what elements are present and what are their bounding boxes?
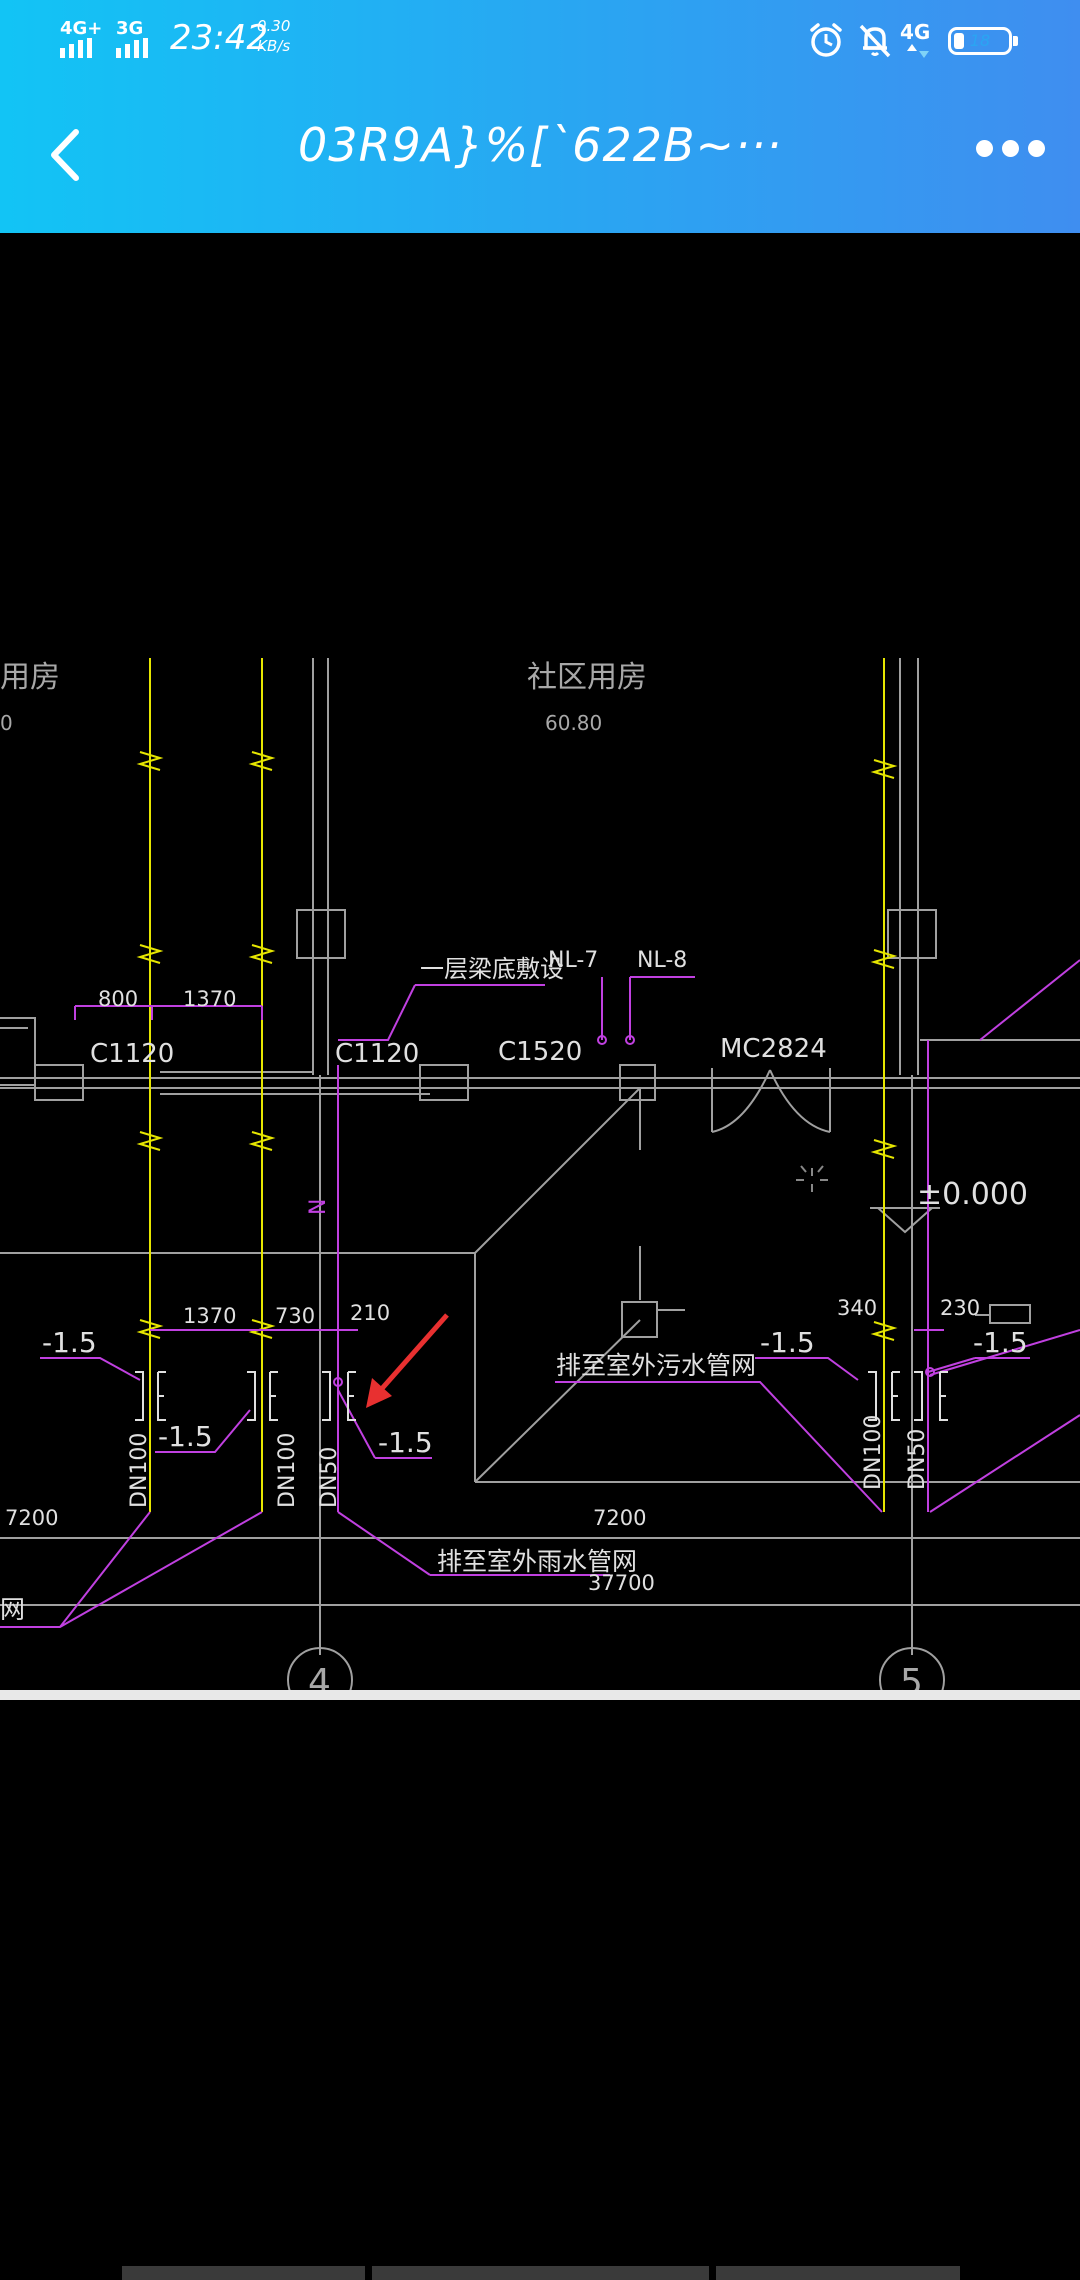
dim-1370-bottom: 1370 — [183, 1304, 236, 1328]
level-minus-c: -1.5 — [378, 1426, 433, 1459]
rain-pipes — [136, 658, 898, 1512]
room-area-left: 0 — [0, 711, 13, 735]
net-speed-value: 0.30 — [257, 17, 291, 35]
signal-type-2: 3G — [116, 18, 144, 39]
pipe-dn50-b: DN50 — [905, 1429, 930, 1490]
page-indicator-2[interactable] — [372, 2266, 709, 2280]
status-bar: 4G+ 3G 23:42 0.30 KB/s 4G 1 — [0, 0, 1080, 80]
signal-bars-2-icon — [116, 38, 148, 58]
signal-type-1: 4G+ — [60, 18, 103, 39]
pipe-dn50-a: DN50 — [317, 1447, 342, 1508]
page-title: 03R9A}%[`622B~··· — [298, 118, 782, 172]
battery-level-fill — [954, 33, 964, 49]
dot-icon — [1002, 140, 1019, 157]
cleanouts — [135, 1371, 948, 1421]
pipe-dn100-c: DN100 — [861, 1415, 886, 1490]
room-label-center: 社区用房 — [527, 660, 647, 695]
note-beam: 一层梁底敷设 — [420, 955, 564, 983]
page-indicator-1[interactable] — [122, 2266, 365, 2280]
dot-icon — [1028, 140, 1045, 157]
dim-7200-left: 7200 — [5, 1506, 58, 1530]
clock: 23:42 — [170, 18, 268, 58]
dim-230: 230 — [940, 1296, 980, 1320]
pipe-dn100-b: DN100 — [275, 1433, 300, 1508]
room-area-center: 60.80 — [545, 711, 602, 735]
level-minus-a: -1.5 — [42, 1326, 97, 1359]
column-box — [887, 909, 937, 959]
dim-7200-center: 7200 — [593, 1506, 646, 1530]
column-box — [419, 1064, 469, 1101]
dim-37700: 37700 — [588, 1571, 655, 1595]
window-c1120-left: C1120 — [90, 1039, 174, 1069]
fixture-box — [989, 1304, 1031, 1324]
axis-label-5: 5 — [900, 1662, 923, 1690]
app-header: 4G+ 3G 23:42 0.30 KB/s 4G 1 — [0, 0, 1080, 233]
dot-icon — [976, 140, 993, 157]
walls — [0, 658, 1080, 1690]
dim-800: 800 — [98, 987, 138, 1011]
column-box — [34, 1064, 84, 1101]
battery-icon: 18 — [948, 27, 1012, 55]
level-zero: ±0.000 — [917, 1177, 1028, 1212]
label-nl8: NL-8 — [637, 948, 687, 973]
note-net: 网 — [0, 1595, 25, 1624]
back-arrow-icon[interactable] — [40, 120, 100, 190]
net-speed: 0.30 KB/s — [257, 16, 290, 56]
level-minus-b: -1.5 — [158, 1420, 213, 1453]
room-label-left: 用房 — [0, 660, 60, 695]
cad-drawing-canvas[interactable]: 用房 0 社区用房 60.80 一层梁底敷设 NL-7 NL-8 800 137… — [0, 640, 1080, 1690]
level-minus-d: -1.5 — [760, 1326, 815, 1359]
loading-spinner-icon — [796, 1165, 828, 1192]
net-speed-unit: KB/s — [257, 37, 291, 55]
column-box — [621, 1301, 658, 1338]
battery-tip — [1013, 36, 1018, 46]
pipe-label-n: N — [306, 1199, 331, 1215]
dim-730: 730 — [275, 1304, 315, 1328]
window-c1520: C1520 — [498, 1037, 582, 1067]
pipe-dn100-a: DN100 — [127, 1433, 152, 1508]
column-box — [619, 1064, 656, 1101]
column-box — [296, 909, 346, 959]
drain-leaders — [0, 959, 1080, 1628]
signal-bars-1-icon — [60, 38, 92, 58]
axis-bubble-5 — [879, 1647, 945, 1690]
door-mc2824: MC2824 — [720, 1034, 827, 1064]
dim-1370-top: 1370 — [183, 987, 236, 1011]
page-indicator-3[interactable] — [716, 2266, 960, 2280]
network-type-right: 4G — [900, 20, 931, 44]
window-c1120-mid: C1120 — [335, 1039, 419, 1069]
dim-340: 340 — [837, 1296, 877, 1320]
annotation-arrow-icon — [366, 1313, 449, 1408]
axis-bubble-4 — [287, 1647, 353, 1690]
axis-label-4: 4 — [308, 1662, 331, 1690]
note-rain: 排至室外雨水管网 — [437, 1547, 637, 1576]
level-minus-e: -1.5 — [973, 1326, 1028, 1359]
dim-210: 210 — [350, 1301, 390, 1325]
label-nl7: NL-7 — [548, 948, 598, 973]
more-menu-button[interactable] — [976, 140, 1045, 157]
note-sewage: 排至室外污水管网 — [556, 1351, 756, 1380]
alarm-icon — [810, 23, 842, 57]
bell-muted-icon — [859, 24, 891, 58]
drawing-bottom-edge — [0, 1690, 1080, 1700]
data-arrows-icon — [907, 44, 929, 58]
battery-percent: 18 — [969, 31, 991, 50]
